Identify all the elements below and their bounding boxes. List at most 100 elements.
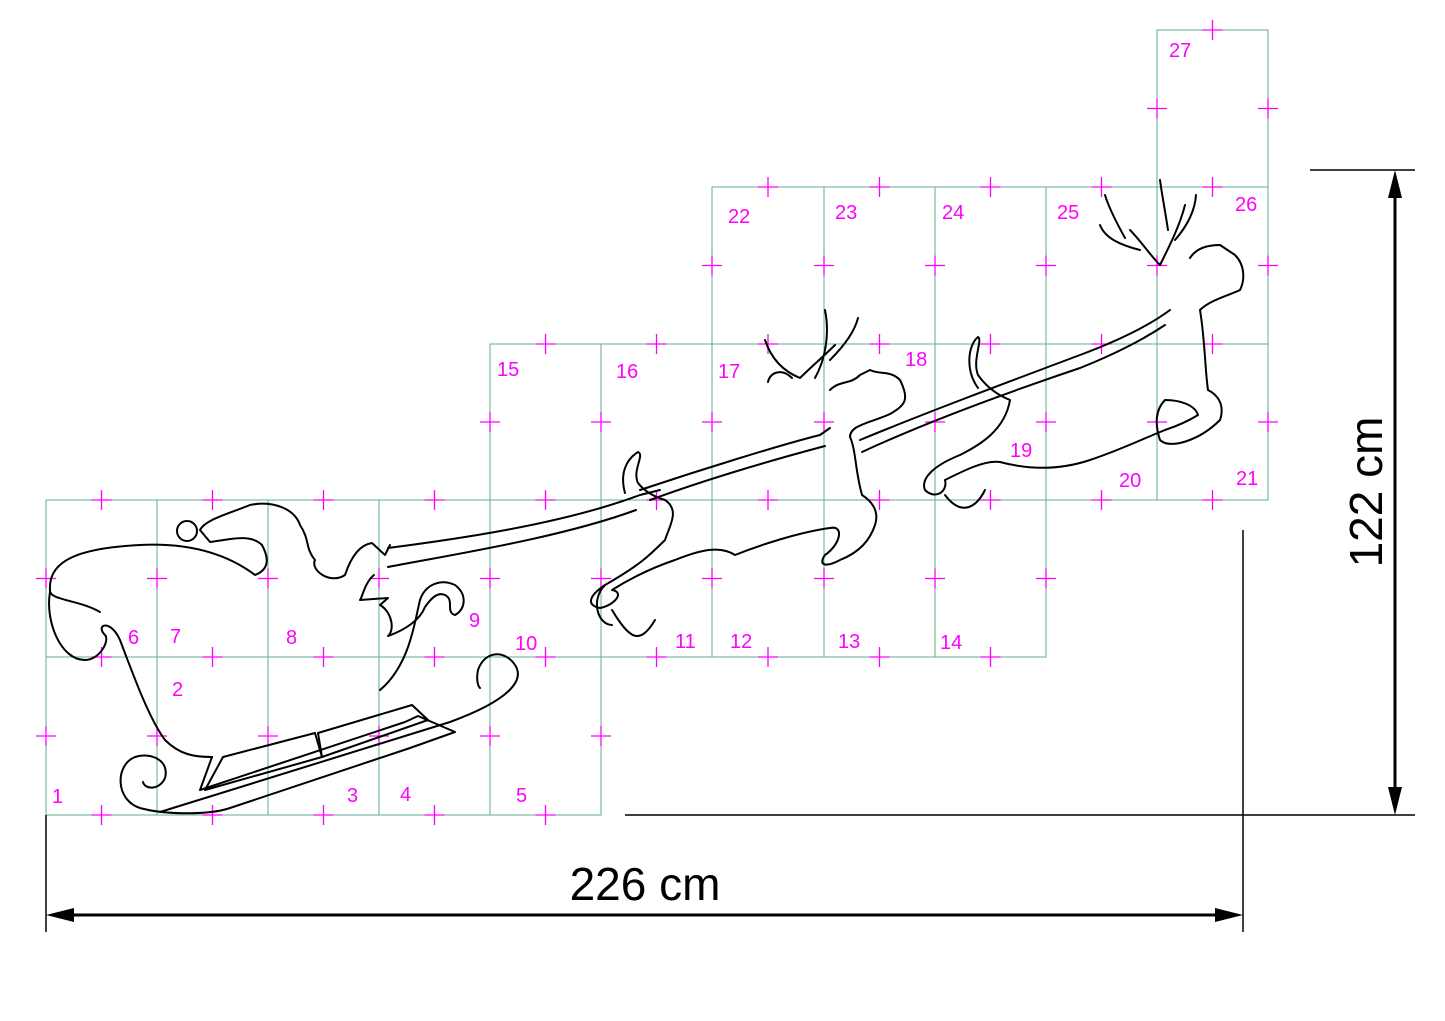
registration-cross-icon: [535, 647, 556, 667]
grid-cell: [45, 499, 158, 658]
registration-cross-icon: [925, 568, 945, 589]
grid-cell: [45, 499, 158, 658]
registration-cross-icon: [1147, 98, 1167, 119]
width-label: 226 cm: [570, 858, 721, 910]
registration-cross-icon: [758, 177, 778, 197]
registration-cross-icon: [702, 568, 722, 589]
registration-cross-icon: [1036, 255, 1056, 276]
tile-number-label: 19: [1010, 440, 1032, 462]
dimension-width: 226 cm: [45, 530, 1244, 932]
registration-cross-icon: [1147, 255, 1167, 276]
registration-cross-icon: [36, 726, 56, 746]
registration-cross-icon: [424, 647, 445, 667]
registration-cross-icon: [1036, 568, 1056, 589]
tile-number-label: 14: [940, 632, 962, 654]
registration-cross-icon: [1258, 255, 1278, 276]
registration-cross-icon: [424, 805, 445, 825]
registration-marks: [36, 20, 1278, 825]
santa-sleigh-outline: [48, 489, 661, 815]
registration-cross-icon: [1091, 490, 1112, 510]
registration-cross-icon: [925, 255, 945, 276]
registration-cross-icon: [1258, 412, 1278, 432]
grid-cell: [489, 656, 602, 816]
tile-number-label: 27: [1169, 40, 1191, 62]
registration-cross-icon: [91, 805, 112, 825]
registration-cross-icon: [646, 647, 667, 667]
grid-cell: [267, 499, 380, 658]
tile-number-label: 8: [286, 627, 297, 649]
tile-number-label: 5: [516, 785, 527, 807]
tile-number-label: 20: [1119, 470, 1141, 492]
tile-number-label: 3: [347, 785, 358, 807]
tile-number-label: 21: [1236, 468, 1258, 490]
registration-cross-icon: [814, 255, 834, 276]
registration-cross-icon: [758, 490, 778, 510]
registration-cross-icon: [91, 490, 112, 510]
registration-cross-icon: [869, 334, 890, 354]
registration-cross-icon: [591, 412, 611, 432]
registration-cross-icon: [758, 334, 778, 354]
tile-number-label: 13: [838, 631, 860, 653]
registration-cross-icon: [814, 412, 834, 432]
registration-cross-icon: [535, 490, 556, 510]
registration-cross-icon: [1258, 98, 1278, 119]
registration-cross-icon: [424, 490, 445, 510]
registration-cross-icon: [1202, 490, 1223, 510]
tile-grid: [45, 29, 1269, 816]
registration-cross-icon: [702, 255, 722, 276]
tile-number-label: 6: [128, 627, 139, 649]
registration-cross-icon: [313, 805, 334, 825]
tile-number-label: 2: [172, 679, 183, 701]
registration-cross-icon: [980, 334, 1001, 354]
tile-number-label: 7: [170, 626, 181, 648]
registration-cross-icon: [814, 568, 834, 589]
registration-cross-icon: [758, 647, 778, 667]
registration-cross-icon: [202, 805, 223, 825]
tile-number-label: 1: [52, 786, 63, 808]
grid-cell: [711, 499, 825, 658]
registration-cross-icon: [1202, 177, 1223, 197]
registration-cross-icon: [591, 568, 611, 589]
height-label: 122 cm: [1340, 417, 1392, 568]
registration-cross-icon: [202, 647, 223, 667]
registration-cross-icon: [369, 726, 389, 746]
registration-cross-icon: [313, 490, 334, 510]
grid-cell: [378, 656, 491, 816]
registration-cross-icon: [202, 490, 223, 510]
reindeer-rear-outline: [590, 309, 907, 637]
registration-cross-icon: [702, 412, 722, 432]
registration-cross-icon: [1202, 334, 1223, 354]
tile-number-label: 11: [675, 631, 696, 653]
tile-number-label: 24: [942, 202, 964, 224]
registration-cross-icon: [313, 647, 334, 667]
registration-cross-icon: [980, 177, 1001, 197]
registration-cross-icon: [480, 568, 500, 589]
tile-number-label: 15: [497, 359, 519, 381]
tile-number-label: 18: [905, 349, 927, 371]
tile-number-label: 23: [835, 202, 857, 224]
tile-number-label: 16: [616, 361, 638, 383]
tile-number-label: 17: [718, 361, 740, 383]
registration-cross-icon: [1036, 412, 1056, 432]
registration-cross-icon: [535, 805, 556, 825]
tile-number-label: 4: [400, 784, 411, 806]
registration-cross-icon: [1091, 177, 1112, 197]
registration-cross-icon: [980, 647, 1001, 667]
registration-cross-icon: [646, 334, 667, 354]
registration-cross-icon: [925, 412, 945, 432]
registration-cross-icon: [869, 177, 890, 197]
tile-number-label: 22: [728, 206, 750, 228]
tile-number-label: 25: [1057, 202, 1079, 224]
registration-cross-icon: [147, 568, 167, 589]
grid-cell: [489, 499, 602, 658]
reindeer-front-outline: [859, 179, 1245, 509]
grid-cell: [489, 499, 602, 658]
registration-cross-icon: [36, 568, 56, 589]
dimension-height: 122 cm: [625, 169, 1415, 816]
registration-cross-icon: [980, 490, 1001, 510]
registration-cross-icon: [480, 726, 500, 746]
registration-cross-icon: [591, 726, 611, 746]
registration-cross-icon: [535, 334, 556, 354]
